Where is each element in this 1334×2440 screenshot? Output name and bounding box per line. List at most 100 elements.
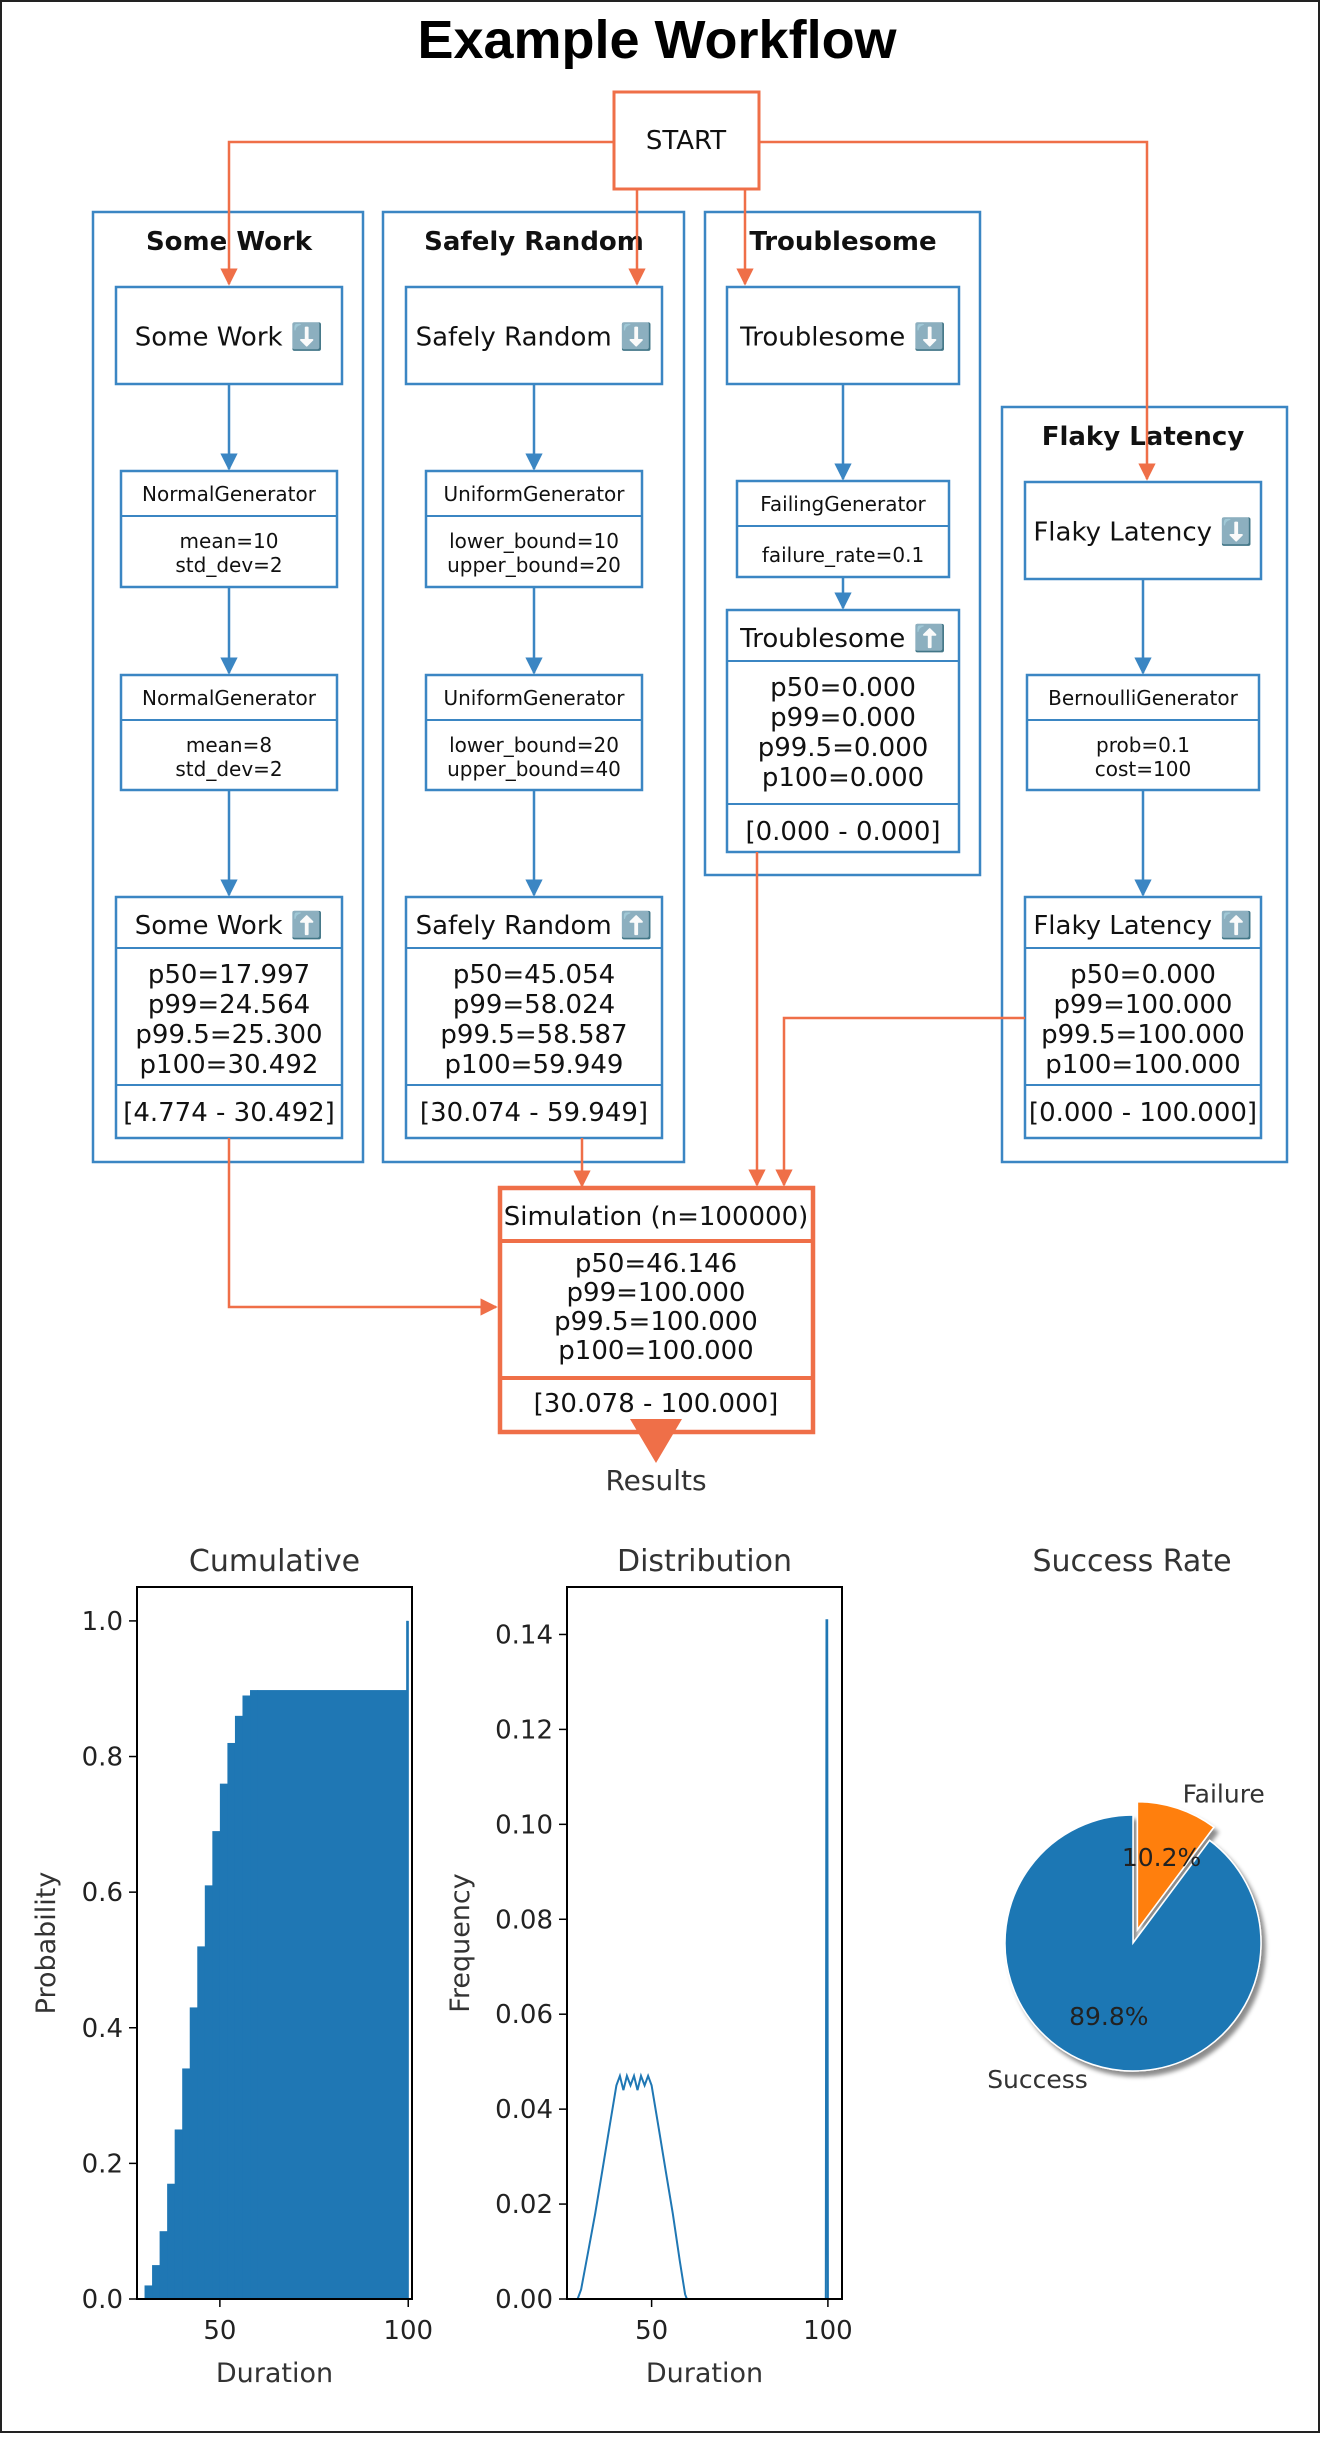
summary-stat: p99=58.024 bbox=[453, 990, 615, 1020]
generator-box bbox=[119, 469, 339, 589]
generator-node: UniformGeneratorlower_bound=10upper_boun… bbox=[424, 469, 644, 589]
cumulative-bar bbox=[212, 1831, 221, 2299]
distribution-line bbox=[576, 1619, 829, 2300]
cluster-label: Troublesome bbox=[749, 227, 936, 257]
summary-stat: p50=45.054 bbox=[453, 960, 615, 990]
generator-name: FailingGenerator bbox=[760, 492, 926, 516]
start-node: START bbox=[612, 90, 761, 191]
x-tick-label: 50 bbox=[635, 2316, 668, 2346]
start-box bbox=[612, 90, 761, 191]
simulation-range: [30.078 - 100.000] bbox=[534, 1389, 779, 1419]
summary-edges bbox=[227, 852, 1025, 1316]
start-label: START bbox=[646, 126, 726, 156]
summary-label: Safely Random ⬆️ bbox=[416, 910, 653, 941]
y-tick-label: 0.6 bbox=[82, 1878, 123, 1908]
summary-stat: p99.5=58.587 bbox=[440, 1020, 627, 1050]
entry-node-box bbox=[404, 285, 664, 386]
generator-param: upper_bound=20 bbox=[447, 553, 621, 577]
generator-param: prob=0.1 bbox=[1096, 733, 1190, 757]
plot-frame bbox=[566, 1586, 843, 2300]
y-tick-label: 0.8 bbox=[82, 1743, 123, 1773]
generator-name: NormalGenerator bbox=[142, 686, 317, 710]
y-axis-label: Frequency bbox=[445, 1873, 476, 2013]
y-tick-label: 0.14 bbox=[495, 1620, 553, 1650]
y-tick-label: 1.0 bbox=[82, 1607, 123, 1637]
generator-param: lower_bound=10 bbox=[449, 529, 619, 553]
entry-node-label: Safely Random ⬇️ bbox=[416, 322, 653, 353]
edge-arrow bbox=[759, 140, 1156, 481]
chart-title: Success Rate bbox=[1032, 1544, 1231, 1579]
generator-param: lower_bound=20 bbox=[449, 733, 619, 757]
summary-node: Flaky Latency ⬆️p50=0.000p99=100.000p99.… bbox=[1023, 895, 1263, 1140]
pie-slice-failure bbox=[1136, 1800, 1215, 1932]
x-axis-label: Duration bbox=[216, 2358, 333, 2389]
simulation-stat: p99.5=100.000 bbox=[554, 1307, 758, 1337]
y-tick-label: 0.00 bbox=[495, 2285, 553, 2315]
generator-param: cost=100 bbox=[1095, 757, 1191, 781]
y-tick-label: 0.4 bbox=[82, 2014, 123, 2044]
summary-box bbox=[114, 895, 344, 1140]
generator-box bbox=[424, 469, 644, 589]
cluster-label: Flaky Latency bbox=[1042, 422, 1245, 452]
cumulative-bar bbox=[189, 2007, 198, 2299]
simulation-node: Simulation (n=100000) p50=46.146p99=100.0… bbox=[497, 1185, 816, 1435]
diagram-title: Example Workflow bbox=[417, 10, 897, 70]
y-tick-label: 0.12 bbox=[495, 1715, 553, 1745]
summary-stat: p100=100.000 bbox=[1045, 1050, 1240, 1080]
x-tick-label: 50 bbox=[203, 2316, 236, 2346]
generator-name: UniformGenerator bbox=[443, 686, 625, 710]
summary-range: [0.000 - 0.000] bbox=[745, 817, 940, 847]
cumulative-bars bbox=[144, 1620, 409, 2299]
summary-node: Some Work ⬆️p50=17.997p99=24.564p99.5=25… bbox=[114, 895, 344, 1140]
cluster-frame bbox=[1000, 405, 1289, 1164]
summary-stat: p99=0.000 bbox=[770, 703, 916, 733]
summary-box bbox=[1023, 895, 1263, 1140]
entry-node-label: Flaky Latency ⬇️ bbox=[1033, 517, 1252, 548]
entry-node-box bbox=[725, 285, 961, 386]
summary-stat: p99=100.000 bbox=[1054, 990, 1233, 1020]
cumulative-bar bbox=[234, 1715, 244, 2299]
cumulative-bar bbox=[257, 1690, 407, 2299]
summary-label: Troublesome ⬆️ bbox=[739, 623, 946, 654]
pie-slice-label: Failure bbox=[1183, 1780, 1265, 1809]
cumulative-bar bbox=[242, 1695, 251, 2299]
y-tick-label: 0.10 bbox=[495, 1810, 553, 1840]
summary-stat: p100=0.000 bbox=[762, 763, 924, 793]
edge-arrow bbox=[220, 140, 614, 286]
cumulative-bar bbox=[174, 2129, 183, 2299]
cumulative-bar bbox=[227, 1742, 236, 2299]
summary-stat: p100=59.949 bbox=[445, 1050, 624, 1080]
generator-name: NormalGenerator bbox=[142, 482, 317, 506]
edge-arrow bbox=[775, 1016, 1025, 1187]
pie-pct-label: 89.8% bbox=[1069, 2002, 1148, 2031]
generator-name: BernoulliGenerator bbox=[1048, 686, 1238, 710]
summary-label: Flaky Latency ⬆️ bbox=[1033, 910, 1252, 941]
generator-param: mean=8 bbox=[186, 733, 272, 757]
summary-stat: p99=24.564 bbox=[148, 990, 310, 1020]
generator-node: UniformGeneratorlower_bound=20upper_boun… bbox=[424, 673, 644, 792]
cumulative-bar bbox=[144, 2285, 153, 2299]
pie-slice-success bbox=[1004, 1814, 1262, 2072]
cumulative-bar bbox=[182, 2068, 191, 2299]
pie bbox=[1004, 1800, 1262, 2072]
simulation-stat: p99=100.000 bbox=[567, 1278, 746, 1308]
simulation-stat: p50=46.146 bbox=[575, 1249, 737, 1279]
summary-stat: p100=30.492 bbox=[140, 1050, 319, 1080]
cumulative-bar bbox=[219, 1783, 229, 2299]
simulation-label: Simulation (n=100000) bbox=[504, 1202, 809, 1232]
chart-title: Cumulative bbox=[189, 1544, 360, 1579]
generator-param: std_dev=2 bbox=[175, 757, 282, 781]
results-arrow bbox=[630, 1419, 682, 1463]
y-tick-label: 0.2 bbox=[82, 2149, 123, 2179]
